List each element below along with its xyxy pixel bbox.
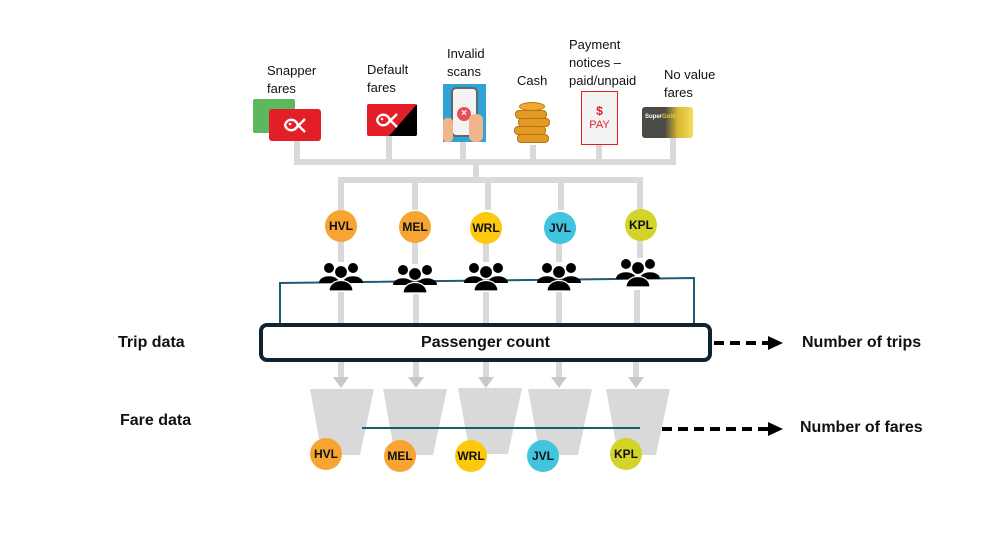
station-code: KPL: [629, 218, 653, 232]
supergold-card-icon: SuperGold: [642, 107, 693, 138]
supergold-gold: Gold: [662, 114, 676, 120]
people-group-icon: [393, 265, 437, 294]
source-label-novalue: No value fares: [664, 67, 716, 100]
fare-data-label: Fare data: [120, 412, 192, 429]
station-top-jvl: JVL: [544, 212, 576, 244]
arrowhead-mel: [408, 377, 424, 388]
people-group-icon: [464, 263, 508, 292]
trips-dashed-arrow: [714, 336, 783, 350]
station-code: JVL: [531, 449, 554, 463]
coins-icon: [513, 102, 551, 144]
dollar-symbol: $: [596, 104, 603, 118]
supergold-super: Super: [645, 114, 663, 120]
default-fare-card-icon: [367, 104, 417, 136]
station-top-hvl: HVL: [325, 210, 357, 242]
station-code: KPL: [614, 447, 638, 461]
station-code: HVL: [329, 219, 353, 233]
station-bottom-mel: MEL: [384, 440, 416, 472]
passenger-count-box: Passenger count: [259, 323, 712, 362]
number-of-trips-label: Number of trips: [802, 334, 922, 351]
station-bottom-wrl: WRL: [455, 440, 487, 472]
station-top-mel: MEL: [399, 211, 431, 243]
station-bottom-hvl: HVL: [310, 438, 342, 470]
pay-text: PAY: [589, 119, 610, 131]
arrowhead-jvl: [551, 377, 567, 388]
station-code: JVL: [548, 221, 571, 235]
down-arrowheads: [333, 377, 644, 388]
arrowhead-kpl: [628, 377, 644, 388]
source-label-snapper: Snapper fares: [267, 63, 317, 96]
source-label-invalid: Invalid scans: [447, 46, 485, 79]
passenger-count-label: Passenger count: [421, 333, 550, 351]
funnel-wrl: [458, 388, 522, 454]
station-code: HVL: [314, 447, 338, 461]
station-code: MEL: [402, 220, 428, 234]
funnel-jvl: [528, 389, 592, 455]
people-group-icon: [616, 259, 660, 288]
station-code: WRL: [457, 449, 485, 463]
people-group-icon: [537, 263, 581, 292]
station-top-kpl: KPL: [625, 209, 657, 241]
arrowhead-wrl: [478, 377, 494, 388]
station-code: MEL: [387, 449, 413, 463]
arrowhead-hvl: [333, 377, 349, 388]
passenger-groups: [319, 259, 660, 294]
fares-dashed-arrow: [662, 422, 783, 436]
people-group-icon: [319, 263, 363, 292]
snapper-card-icon: [253, 99, 321, 141]
trip-data-label: Trip data: [118, 334, 185, 351]
source-label-default: Default fares: [367, 62, 409, 95]
source-label-cash: Cash: [517, 73, 548, 88]
station-top-wrl: WRL: [470, 212, 502, 244]
top-tree-connectors: [294, 136, 676, 378]
source-label-payment: Payment notices – paid/unpaid: [569, 37, 637, 88]
station-code: WRL: [472, 221, 500, 235]
payment-notice-icon: $ PAY: [581, 91, 618, 145]
number-of-fares-label: Number of fares: [800, 419, 923, 436]
funnel-mel: [383, 389, 447, 455]
station-bottom-kpl: KPL: [610, 438, 642, 470]
invalid-scan-phone-icon: ×: [443, 84, 486, 142]
station-bottom-jvl: JVL: [527, 440, 559, 472]
